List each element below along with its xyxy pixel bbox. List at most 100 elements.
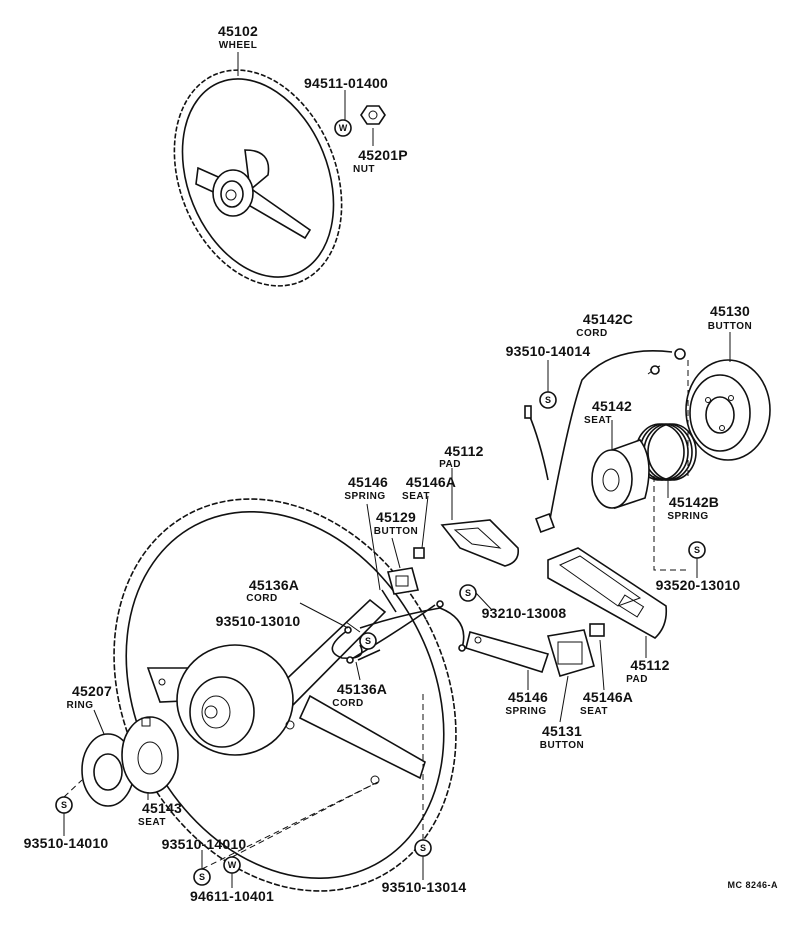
label-45112-lower: 45112 PAD [626, 657, 669, 685]
label-93210-13008: 93210-13008 [482, 605, 567, 621]
w-symbol-94611-10401: W [223, 856, 241, 874]
label-94511-01400: 94511-01400 [304, 75, 388, 91]
svg-text:94611-10401: 94611-10401 [190, 888, 274, 904]
label-94611-10401: 94611-10401 [190, 888, 274, 904]
svg-text:SEAT: SEAT [138, 817, 166, 828]
svg-text:45142: 45142 [592, 398, 632, 414]
s-symbol-93210-13008: S [459, 584, 477, 602]
label-45146A-upper: 45146A SEAT [402, 474, 456, 502]
svg-text:W: W [339, 123, 348, 133]
svg-text:45143: 45143 [142, 800, 182, 816]
svg-text:45146A: 45146A [406, 474, 456, 490]
svg-text:93510-14014: 93510-14014 [506, 343, 591, 359]
svg-text:45102: 45102 [218, 23, 258, 39]
svg-text:WHEEL: WHEEL [219, 40, 258, 51]
spring-45146-lower [465, 631, 550, 673]
label-45142C: 45142C CORD [576, 311, 633, 339]
cord-45136A-assembly [331, 600, 466, 664]
s-symbol-93510-14010-bottom: S [193, 868, 211, 886]
svg-text:93510-14010: 93510-14010 [24, 835, 109, 851]
svg-text:93510-13014: 93510-13014 [382, 879, 467, 895]
button-45129 [386, 567, 420, 595]
s-symbol-93520-13010: S [688, 541, 706, 559]
label-45136A-upper: 45136A CORD [246, 577, 299, 604]
svg-text:SEAT: SEAT [584, 415, 612, 426]
label-45130: 45130 BUTTON [708, 303, 752, 332]
label-45207: 45207 RING [67, 683, 112, 711]
label-45146-upper: 45146 SPRING [344, 474, 388, 502]
svg-text:93210-13008: 93210-13008 [482, 605, 567, 621]
label-93510-13010: 93510-13010 [216, 613, 301, 629]
svg-text:SEAT: SEAT [402, 491, 430, 502]
seat-45146A-upper [413, 547, 425, 559]
label-45131: 45131 BUTTON [540, 723, 584, 751]
label-93510-13014: 93510-13014 [382, 879, 467, 895]
s-symbol-93510-14014: S [539, 391, 557, 409]
svg-text:S: S [420, 843, 426, 853]
svg-text:45112: 45112 [444, 443, 483, 459]
svg-text:BUTTON: BUTTON [374, 526, 418, 537]
svg-text:PAD: PAD [439, 459, 461, 470]
label-45102: 45102 WHEEL [218, 23, 258, 51]
cord-45142C [524, 348, 686, 533]
svg-text:45201P: 45201P [358, 147, 407, 163]
pad-45112-lower [547, 547, 668, 639]
svg-text:45136A: 45136A [337, 681, 387, 697]
seat-45142 [591, 439, 650, 510]
svg-text:MC 8246-A: MC 8246-A [727, 880, 778, 890]
label-45142B: 45142B SPRING [667, 494, 719, 522]
svg-text:SPRING: SPRING [344, 491, 385, 502]
seat-45146A-lower [589, 623, 605, 637]
label-45112-upper: 45112 PAD [439, 443, 483, 470]
svg-text:S: S [545, 395, 551, 405]
spring-45146-upper [381, 589, 397, 613]
label-93510-14014: 93510-14014 [506, 343, 591, 359]
svg-text:RING: RING [67, 700, 94, 711]
svg-text:45136A: 45136A [249, 577, 299, 593]
washer-w-upper: W [334, 119, 352, 137]
svg-text:S: S [694, 545, 700, 555]
dashed-lines [63, 360, 690, 870]
s-symbol-93510-13010: S [359, 632, 377, 650]
svg-text:CORD: CORD [246, 593, 277, 604]
label-93510-14010-bottom: 93510-14010 [162, 836, 247, 852]
svg-text:PAD: PAD [626, 674, 648, 685]
label-45146A-lower: 45146A SEAT [580, 689, 633, 717]
svg-text:SPRING: SPRING [505, 706, 546, 717]
svg-text:BUTTON: BUTTON [708, 321, 752, 332]
svg-text:45129: 45129 [376, 509, 416, 525]
footer-drawing-code: MC 8246-A [727, 880, 778, 890]
label-93520-13010: 93520-13010 [656, 577, 741, 593]
svg-text:45130: 45130 [710, 303, 750, 319]
svg-text:45146A: 45146A [583, 689, 633, 705]
svg-text:S: S [199, 872, 205, 882]
pad-45112-upper [440, 519, 520, 567]
horn-button-45130 [685, 359, 771, 461]
svg-text:45131: 45131 [542, 723, 582, 739]
label-45201P: 45201P NUT [353, 147, 408, 175]
svg-text:CORD: CORD [332, 698, 363, 709]
upper-steering-wheel [173, 69, 343, 287]
svg-text:45207: 45207 [72, 683, 112, 699]
button-45131 [546, 629, 595, 677]
svg-text:BUTTON: BUTTON [540, 740, 584, 751]
svg-text:45142C: 45142C [583, 311, 633, 327]
s-symbol-93510-14010-left: S [55, 796, 73, 814]
lower-steering-wheel [113, 498, 457, 892]
svg-text:S: S [365, 636, 371, 646]
label-45146-lower: 45146 SPRING [505, 689, 547, 717]
svg-text:45142B: 45142B [669, 494, 719, 510]
svg-text:CORD: CORD [576, 328, 607, 339]
svg-text:45146: 45146 [348, 474, 388, 490]
svg-text:94511-01400: 94511-01400 [304, 75, 388, 91]
svg-text:S: S [61, 800, 67, 810]
label-45136A-lower: 45136A CORD [332, 681, 387, 709]
label-45143: 45143 SEAT [138, 800, 182, 828]
label-93510-14010-left: 93510-14010 [24, 835, 109, 851]
svg-text:SEAT: SEAT [580, 706, 608, 717]
svg-text:W: W [228, 860, 237, 870]
svg-text:93510-14010: 93510-14010 [162, 836, 247, 852]
nut-45201P [360, 105, 386, 125]
label-45142: 45142 SEAT [584, 398, 632, 426]
